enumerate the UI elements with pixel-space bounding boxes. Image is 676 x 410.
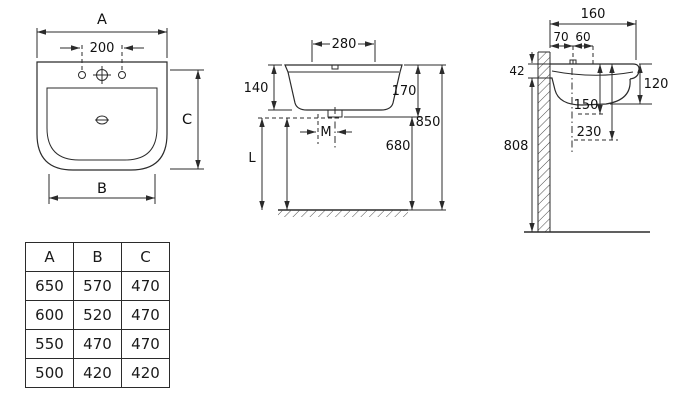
table-cell: 470 xyxy=(121,300,170,330)
dim-label-850: 850 xyxy=(416,115,441,130)
dim-label-60: 60 xyxy=(575,30,590,44)
dim-label-m: M xyxy=(320,125,331,140)
dim-140: 140 xyxy=(244,64,292,111)
tap-hole-mark xyxy=(331,64,339,70)
dim-label-120: 120 xyxy=(644,77,669,92)
dim-170: 170 xyxy=(344,64,446,118)
floor-hatching xyxy=(278,210,408,217)
dim-label-a: A xyxy=(97,12,107,28)
dim-label-170: 170 xyxy=(392,84,417,99)
table-cell: 570 xyxy=(73,271,122,301)
table-row: 500 420 420 xyxy=(25,358,170,388)
dim-160: 160 xyxy=(549,7,637,60)
dim-70: 70 xyxy=(550,30,574,64)
table-cell: 500 xyxy=(25,358,74,388)
dim-150: 150 xyxy=(574,64,606,115)
elevation-view-drawing: 280 140 170 680 850 L xyxy=(244,37,446,217)
dim-label-808: 808 xyxy=(504,139,529,154)
dim-230: 230 xyxy=(574,64,618,141)
dim-200: 200 xyxy=(60,41,144,70)
table-row: 650 570 470 xyxy=(25,271,170,301)
dim-label-42: 42 xyxy=(509,64,524,78)
dim-m: M xyxy=(300,107,352,150)
dim-l: L xyxy=(248,117,340,210)
basin-front-outline xyxy=(36,61,168,171)
dim-label-200: 200 xyxy=(90,41,115,56)
drain-symbol-icon xyxy=(95,115,109,125)
dim-120: 120 xyxy=(610,63,669,105)
dim-label-140: 140 xyxy=(244,81,269,96)
table-cell: 550 xyxy=(25,329,74,359)
dim-label-l: L xyxy=(248,151,256,166)
table-cell: 650 xyxy=(25,271,74,301)
dim-c: C xyxy=(170,69,204,170)
dim-850: 850 xyxy=(416,65,445,210)
wall-section xyxy=(537,51,551,232)
dim-60: 60 xyxy=(573,30,594,64)
dim-label-150: 150 xyxy=(574,98,599,113)
dim-label-b: B xyxy=(97,181,107,197)
table-cell: 420 xyxy=(73,358,122,388)
front-view-drawing: A 200 C B xyxy=(36,12,204,204)
table-cell: 420 xyxy=(121,358,170,388)
tap-hole-center-crosshair-icon xyxy=(93,66,111,84)
dim-label-680: 680 xyxy=(386,139,411,154)
dim-b: B xyxy=(48,174,156,204)
table-cell: 470 xyxy=(73,329,122,359)
table-header-b: B xyxy=(73,242,122,272)
dim-label-c: C xyxy=(182,112,192,128)
table-cell: 520 xyxy=(73,300,122,330)
floor-line xyxy=(278,209,446,217)
dim-280: 280 xyxy=(311,37,376,62)
table-header-a: A xyxy=(25,242,74,272)
table-row: 600 520 470 xyxy=(25,300,170,330)
dim-808: 808 xyxy=(504,78,535,232)
table-header-row: A B C xyxy=(25,242,170,272)
basin-elevation-outline xyxy=(284,64,403,118)
table-header-c: C xyxy=(121,242,170,272)
dim-label-70: 70 xyxy=(553,30,568,44)
dimensions-table: A B C 650 570 470 600 520 470 550 470 47… xyxy=(25,242,170,388)
wall-hatching xyxy=(538,52,550,232)
dim-label-230: 230 xyxy=(577,125,602,140)
table-row: 550 470 470 xyxy=(25,329,170,359)
dim-label-280: 280 xyxy=(332,37,357,52)
tap-hole-right xyxy=(118,71,126,79)
side-profile-drawing: 160 70 60 42 808 120 xyxy=(504,7,669,233)
dim-a: A xyxy=(36,12,168,58)
table-cell: 600 xyxy=(25,300,74,330)
dim-680: 680 xyxy=(386,117,415,210)
table-cell: 470 xyxy=(121,271,170,301)
dim-label-160: 160 xyxy=(581,7,606,22)
tap-hole-left xyxy=(78,71,86,79)
table-cell: 470 xyxy=(121,329,170,359)
